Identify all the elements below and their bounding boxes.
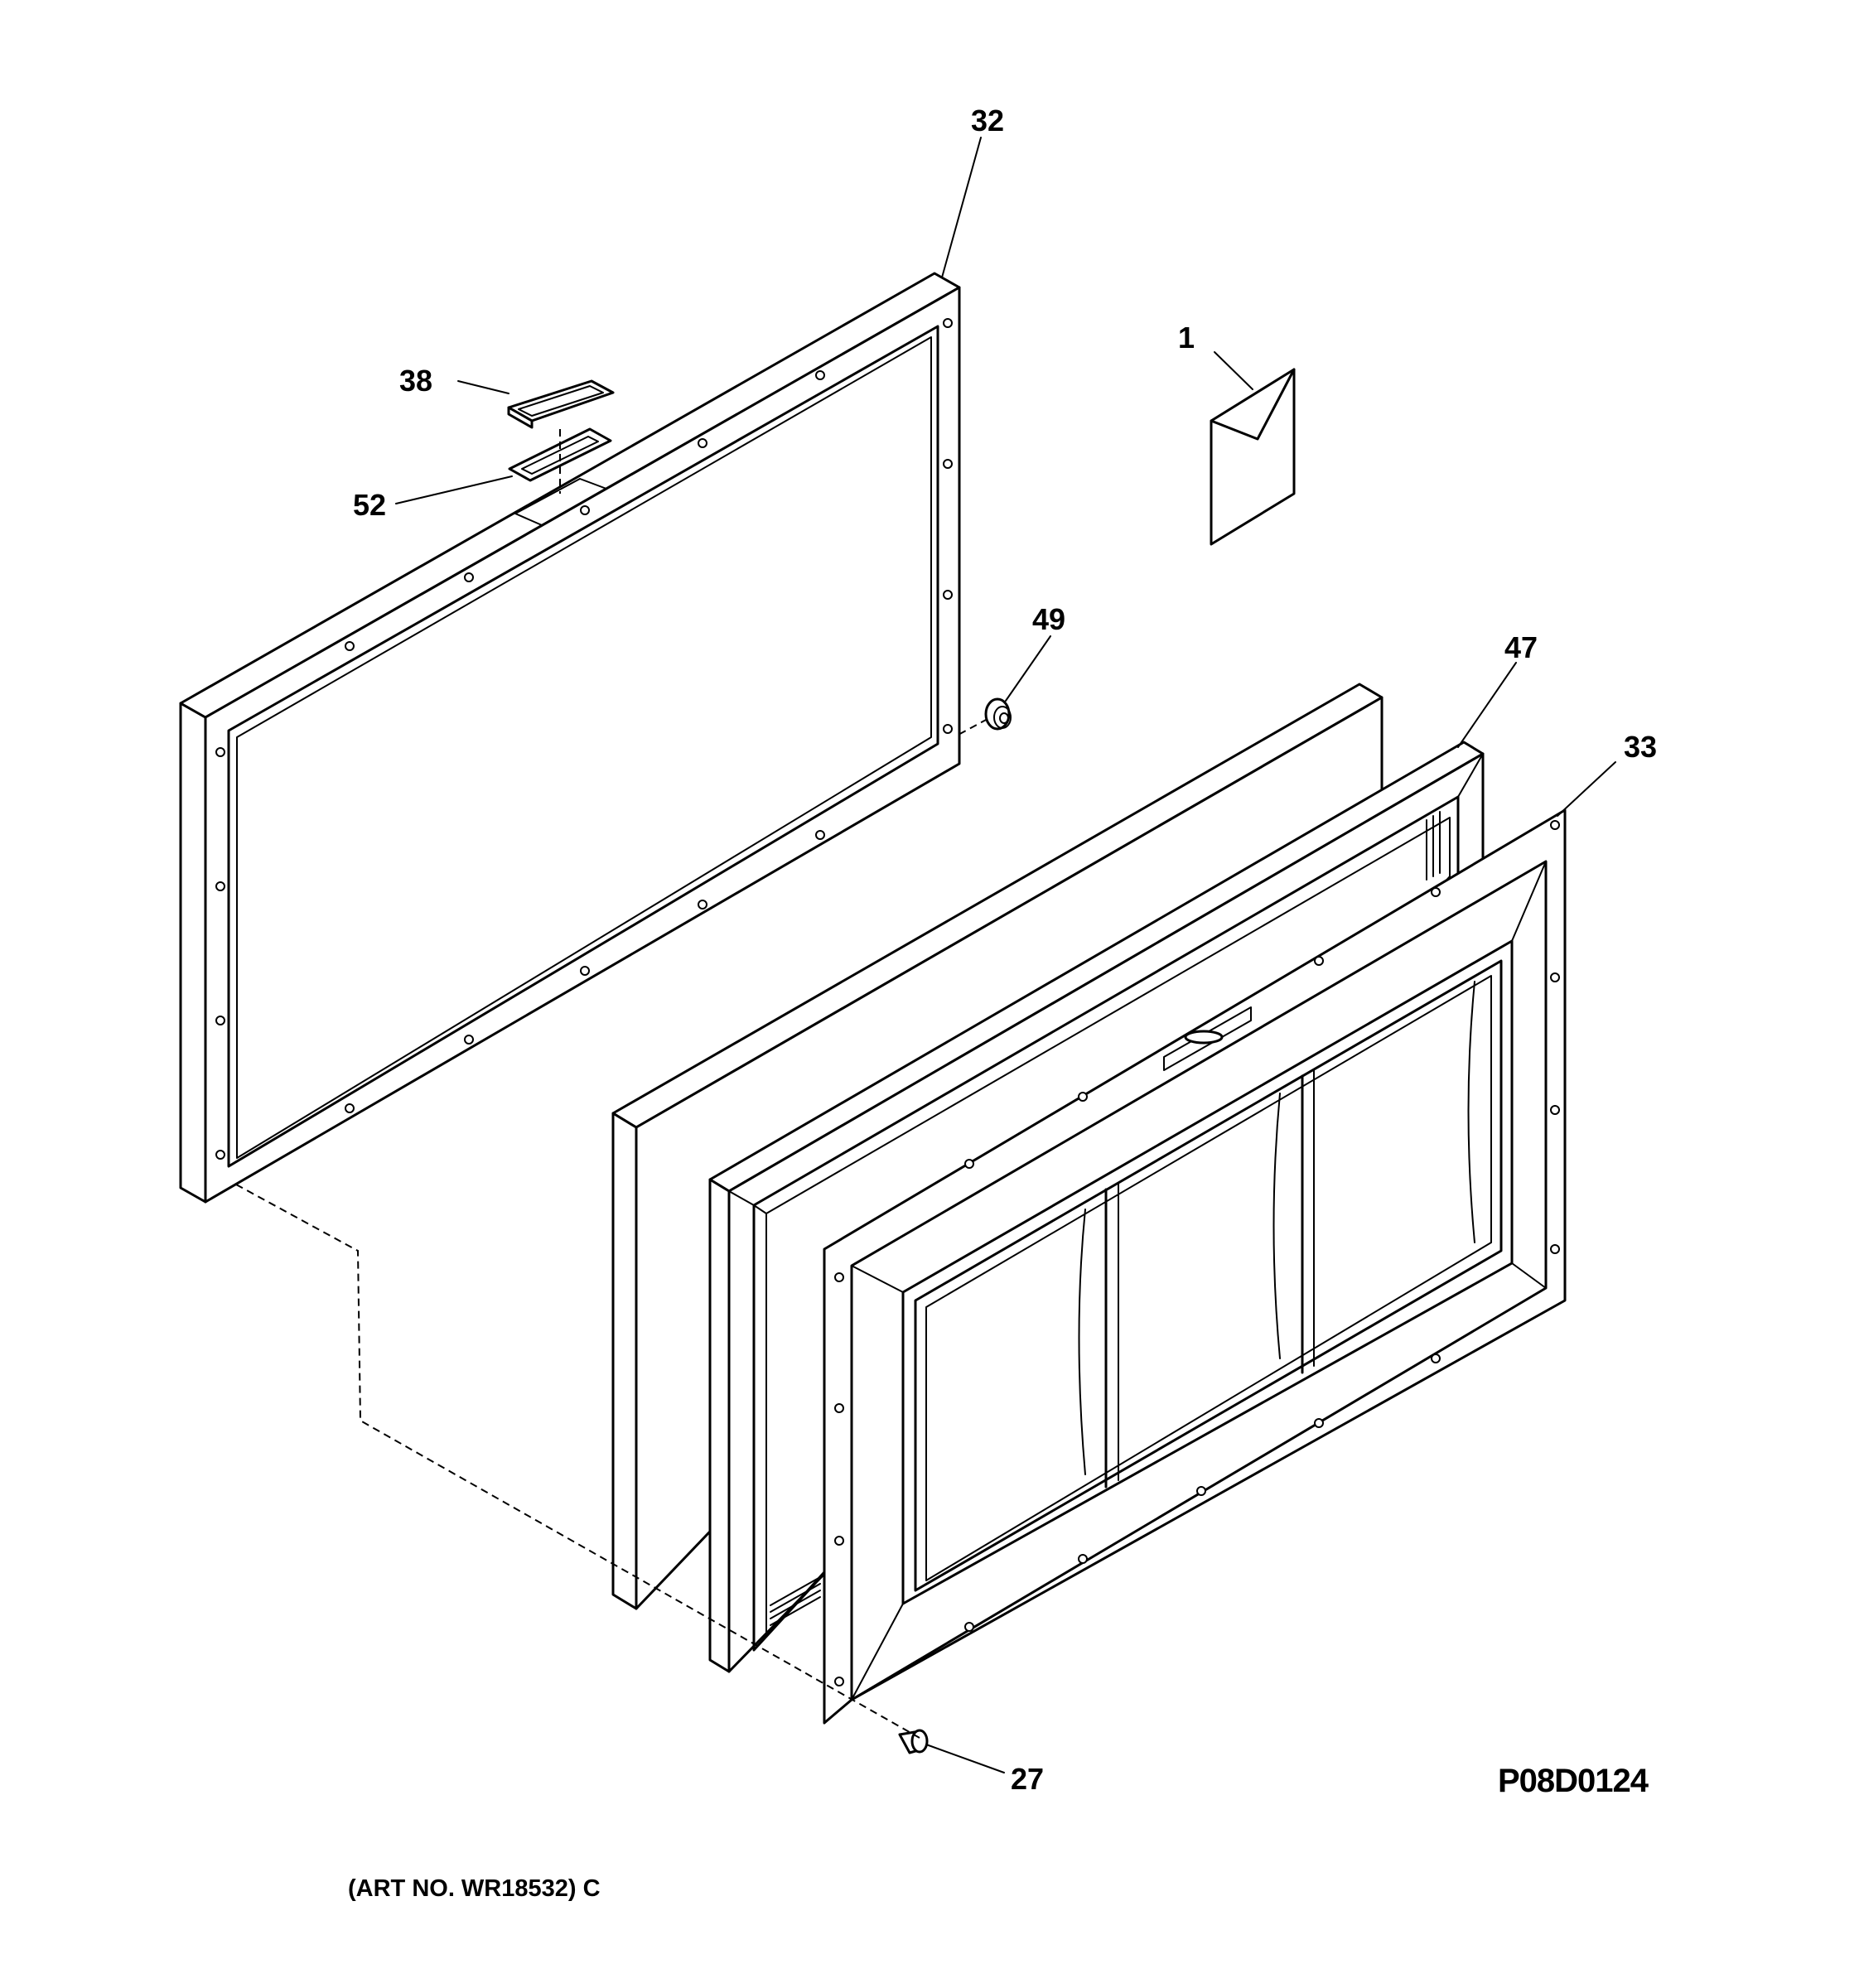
handle-gasket-drawing — [508, 427, 612, 482]
hinge-plug-guide-line — [956, 718, 988, 736]
callout-1: 1 — [1178, 321, 1195, 355]
callout-49: 49 — [1032, 602, 1066, 636]
art-number: (ART NO. WR18532) C — [348, 1875, 601, 1902]
handle-drawing — [507, 379, 615, 429]
inner-door-liner-drawing — [823, 808, 1567, 1725]
callout-32: 32 — [971, 104, 1005, 138]
panel-screw-holes — [215, 318, 953, 1160]
callout-47: 47 — [1504, 630, 1538, 664]
drawing-number: P08D0124 — [1498, 1763, 1649, 1799]
gasket-hatch — [770, 811, 1441, 1626]
liner-screw-holes — [834, 820, 1560, 1686]
callout-52: 52 — [353, 488, 387, 522]
hinge-plug-drawing — [984, 697, 1012, 731]
outer-door-panel-drawing — [179, 272, 961, 1204]
literature-envelope-drawing — [1210, 368, 1296, 546]
callout-38: 38 — [399, 364, 433, 398]
callout-27: 27 — [1011, 1762, 1045, 1796]
screw-drawing — [898, 1729, 929, 1754]
callout-33: 33 — [1624, 730, 1658, 764]
leader-lines — [395, 137, 1616, 1773]
assembly-guide-line — [235, 1184, 920, 1739]
